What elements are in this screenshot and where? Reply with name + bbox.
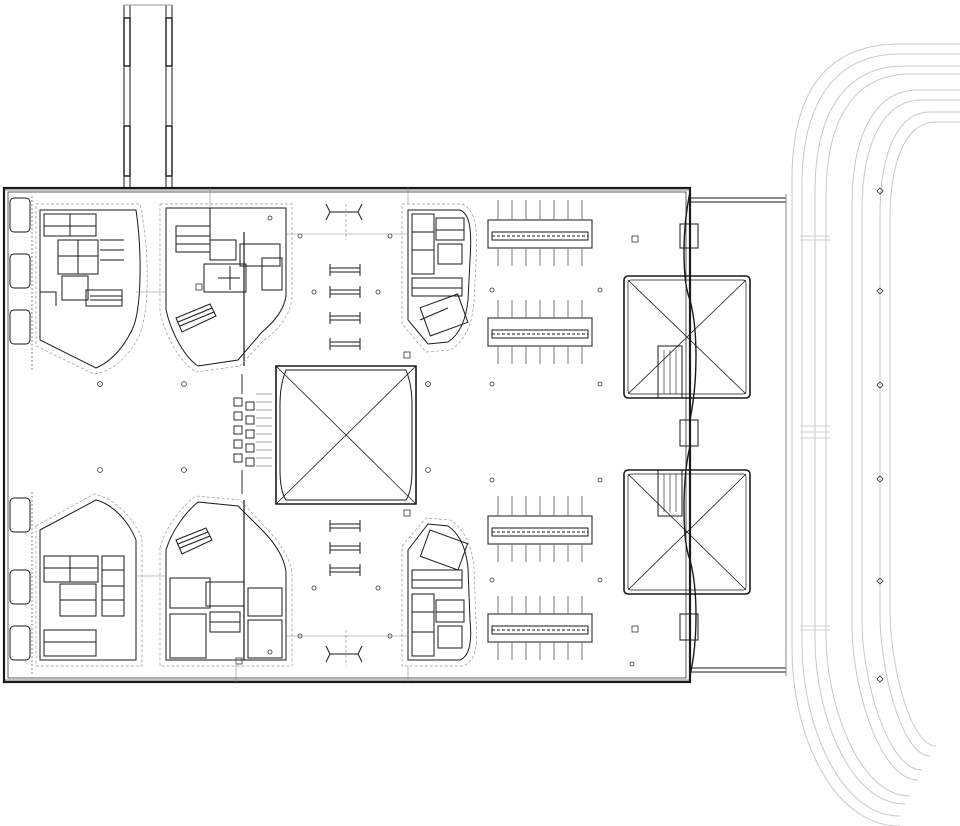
island-1	[487, 200, 593, 266]
east-connector	[679, 191, 787, 677]
east-void-south	[623, 469, 751, 595]
island-2	[487, 300, 593, 364]
secondary-lines	[136, 188, 409, 682]
core-north-center	[165, 207, 287, 367]
core-boundaries	[35, 203, 478, 667]
roadway-markings	[800, 235, 830, 631]
main-hall-outline	[2, 186, 692, 684]
column-grid	[97, 215, 639, 667]
core-south-east	[407, 523, 472, 661]
east-void-north	[623, 275, 751, 399]
core-south-center	[165, 500, 287, 661]
island-4	[487, 596, 593, 660]
roadway-loop	[791, 43, 960, 826]
island-3	[487, 496, 593, 562]
core-north-east	[407, 209, 472, 345]
checkin-islands	[487, 200, 593, 660]
roadway-posts	[876, 187, 884, 683]
kiosks	[325, 203, 363, 663]
core-southwest	[39, 499, 137, 661]
north-bridge	[123, 4, 173, 188]
central-atrium	[275, 365, 417, 505]
west-edge-panels	[9, 196, 33, 676]
central-seating	[233, 374, 272, 494]
east-voids	[623, 275, 751, 595]
core-northwest	[39, 209, 141, 369]
